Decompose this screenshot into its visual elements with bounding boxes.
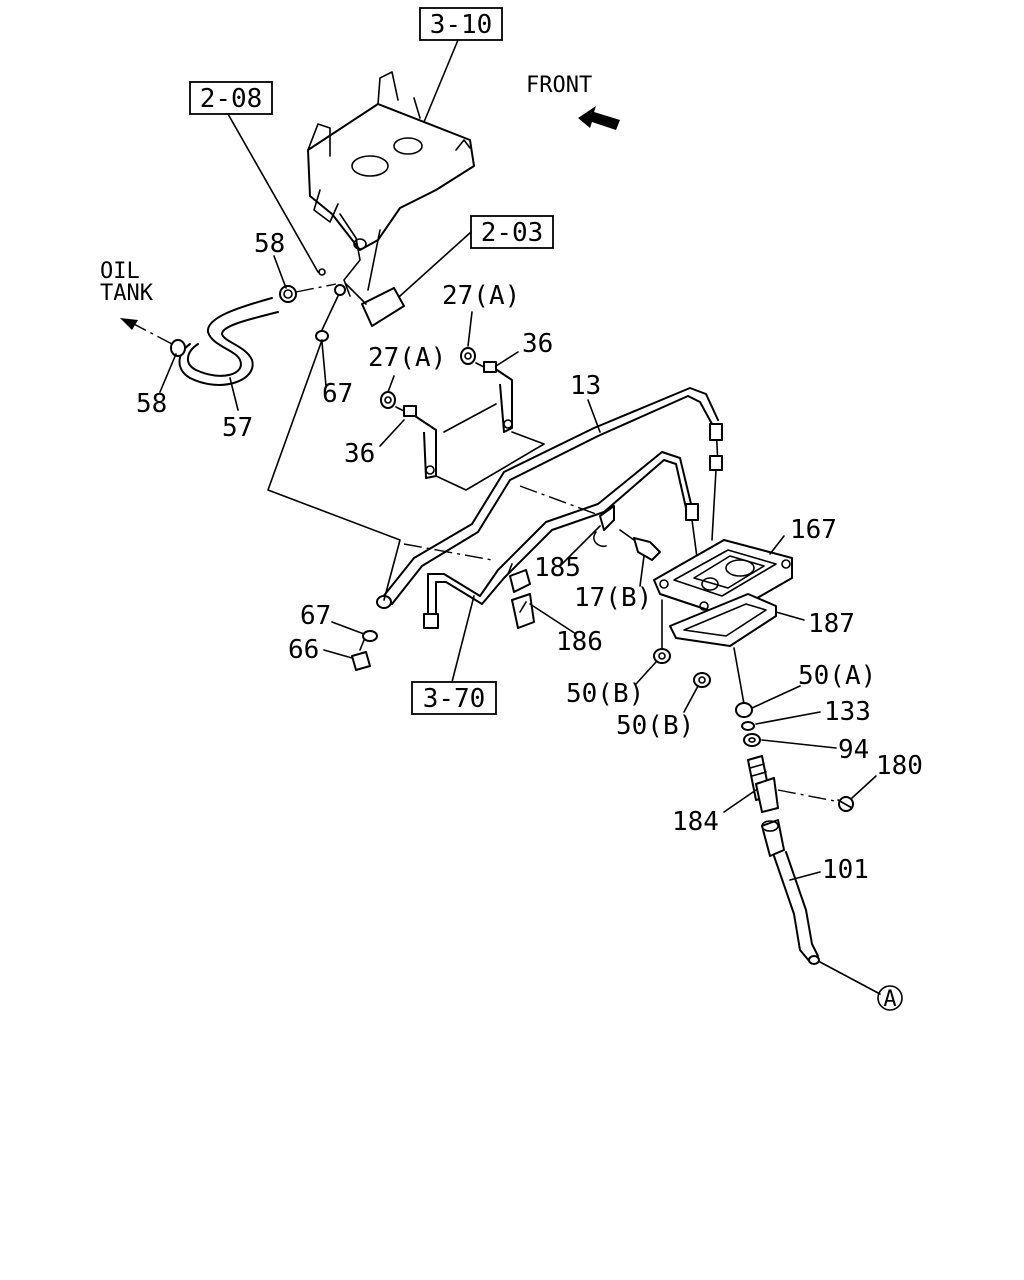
oil-tank-arrow-icon (120, 318, 138, 330)
label-58-lower: 58 (136, 389, 167, 419)
bracket-36-upper (487, 363, 513, 433)
label-66: 66 (288, 635, 319, 665)
ref-box-2-03[interactable]: 2-03 (470, 215, 554, 249)
washer-67-lower (362, 630, 378, 642)
bracket-36-lower (411, 413, 437, 479)
front-label: FRONT (526, 73, 592, 98)
oil-tank-arrow-line (129, 321, 173, 345)
label-36-upper: 36 (522, 329, 553, 359)
bolt-17b (619, 529, 661, 561)
label-50a: 50(A) (798, 661, 876, 691)
clip-185 (593, 505, 615, 548)
washer-133 (741, 721, 755, 731)
svg-text:2-08: 2-08 (200, 84, 263, 114)
label-180: 180 (876, 751, 923, 781)
bolt-180 (837, 796, 854, 812)
label-13: 13 (570, 371, 601, 401)
hose-57 (178, 297, 279, 386)
nut-50b-right (693, 672, 711, 688)
pipe-end-fitting (376, 595, 392, 609)
label-67-lower: 67 (300, 601, 331, 631)
svg-text:A: A (883, 987, 896, 1012)
nut-27a-upper (460, 347, 476, 365)
label-184: 184 (672, 807, 719, 837)
oil-tank-label-2: TANK (100, 281, 154, 306)
label-36-lower: 36 (344, 439, 375, 469)
clamp-186 (507, 563, 535, 629)
clip-58-upper (279, 285, 297, 303)
label-50b-right: 50(B) (616, 711, 694, 741)
bolt-66 (351, 639, 371, 671)
label-133: 133 (824, 697, 871, 727)
ref-box-2-08[interactable]: 2-08 (189, 81, 273, 115)
nut-50b-left (653, 648, 671, 664)
ref-box-3-10[interactable]: 3-10 (419, 7, 503, 41)
svg-text:3-10: 3-10 (430, 10, 493, 40)
brake-pedal-pad (345, 283, 405, 327)
ref-box-3-70[interactable]: 3-70 (411, 681, 497, 715)
label-101: 101 (822, 855, 869, 885)
label-167: 167 (790, 515, 837, 545)
label-27a-lower: 27(A) (368, 343, 446, 373)
label-185: 185 (534, 553, 581, 583)
pipe-13 (381, 387, 723, 605)
label-58-upper: 58 (254, 229, 285, 259)
hose-101 (761, 819, 820, 965)
washer-94 (743, 733, 761, 747)
oil-tank-label-1: OIL (100, 259, 140, 284)
part-labels: 58 58 57 67 27(A) 27(A) 36 36 13 167 185… (136, 229, 923, 885)
gasket-187 (669, 593, 777, 647)
label-57: 57 (222, 413, 253, 443)
union-184 (747, 755, 779, 813)
label-50b-left: 50(B) (566, 679, 644, 709)
callout-a-circle[interactable]: A (877, 985, 903, 1012)
nut-27a-lower (380, 391, 396, 409)
leader-lines (159, 255, 877, 881)
label-94: 94 (838, 735, 869, 765)
label-67-upper: 67 (322, 379, 353, 409)
front-arrow-icon (578, 106, 620, 130)
label-17b: 17(B) (574, 583, 652, 613)
label-27a-upper: 27(A) (442, 281, 520, 311)
clip-58-lower (170, 339, 186, 357)
bolt-36-upper (475, 361, 497, 373)
nut-50a (735, 702, 753, 718)
svg-text:3-70: 3-70 (423, 684, 486, 714)
label-186: 186 (556, 627, 603, 657)
pedal-pivot (334, 284, 346, 296)
label-187: 187 (808, 609, 855, 639)
bolt-36-lower (395, 405, 417, 417)
pedal-bracket (307, 71, 475, 297)
svg-text:2-03: 2-03 (481, 218, 544, 248)
